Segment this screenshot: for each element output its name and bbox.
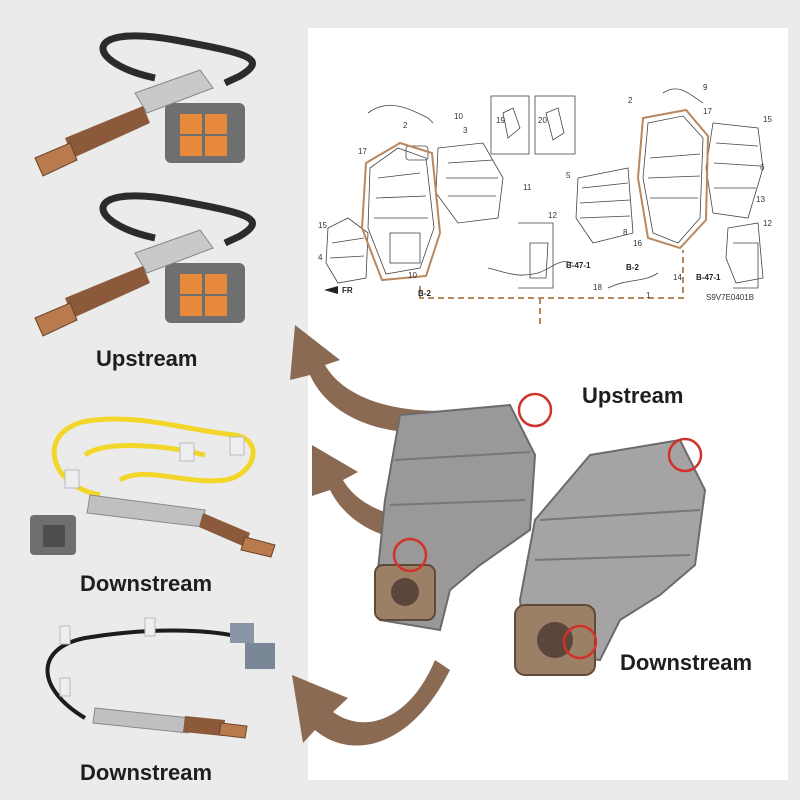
svg-text:16: 16 (633, 239, 642, 248)
svg-text:20: 20 (538, 116, 547, 125)
svg-text:2: 2 (628, 96, 633, 105)
svg-text:14: 14 (673, 273, 682, 282)
upstream-label-left: Upstream (96, 346, 198, 371)
upstream-sensor-icon (34, 192, 256, 337)
svg-text:13: 13 (756, 195, 765, 204)
svg-text:6: 6 (760, 163, 765, 172)
downstream-sensor-icon (45, 617, 275, 739)
svg-text:2: 2 (403, 121, 408, 130)
downstream-label-right: Downstream (620, 650, 753, 675)
svg-text:17: 17 (703, 107, 712, 116)
svg-text:9: 9 (703, 83, 708, 92)
diagram-code: S9V7E0401B (706, 293, 754, 302)
ref-b2-mid: B-2 (626, 263, 639, 272)
svg-text:19: 19 (496, 116, 505, 125)
ref-b47-left: B-47-1 (566, 261, 591, 270)
svg-text:12: 12 (763, 219, 772, 228)
svg-text:8: 8 (623, 228, 628, 237)
ref-b47-right: B-47-1 (696, 273, 721, 282)
downstream-label-left-1: Downstream (80, 571, 213, 596)
downstream-sensor-icon (30, 416, 276, 558)
svg-text:15: 15 (763, 115, 772, 124)
downstream-label-left-2: Downstream (80, 760, 213, 785)
upstream-label-right: Upstream (582, 383, 684, 408)
svg-text:18: 18 (593, 283, 602, 292)
ref-fr: FR (342, 286, 353, 295)
svg-text:10: 10 (454, 112, 463, 121)
svg-text:11: 11 (523, 183, 532, 192)
upstream-sensor-icon (34, 32, 256, 177)
svg-text:4: 4 (318, 253, 323, 262)
svg-text:1: 1 (646, 291, 651, 300)
ref-b2-bottom: B-2 (418, 289, 431, 298)
catalytic-converter-icon (374, 392, 707, 676)
svg-text:17: 17 (358, 147, 367, 156)
svg-text:15: 15 (318, 221, 327, 230)
svg-text:5: 5 (566, 171, 571, 180)
svg-text:12: 12 (548, 211, 557, 220)
svg-text:3: 3 (463, 126, 468, 135)
front-arrow-icon (324, 286, 338, 294)
exhaust-parts-diagram: 10 2 3 17 15 4 11 12 5 9 2 17 15 6 13 12… (318, 83, 772, 328)
svg-text:10: 10 (408, 271, 417, 280)
